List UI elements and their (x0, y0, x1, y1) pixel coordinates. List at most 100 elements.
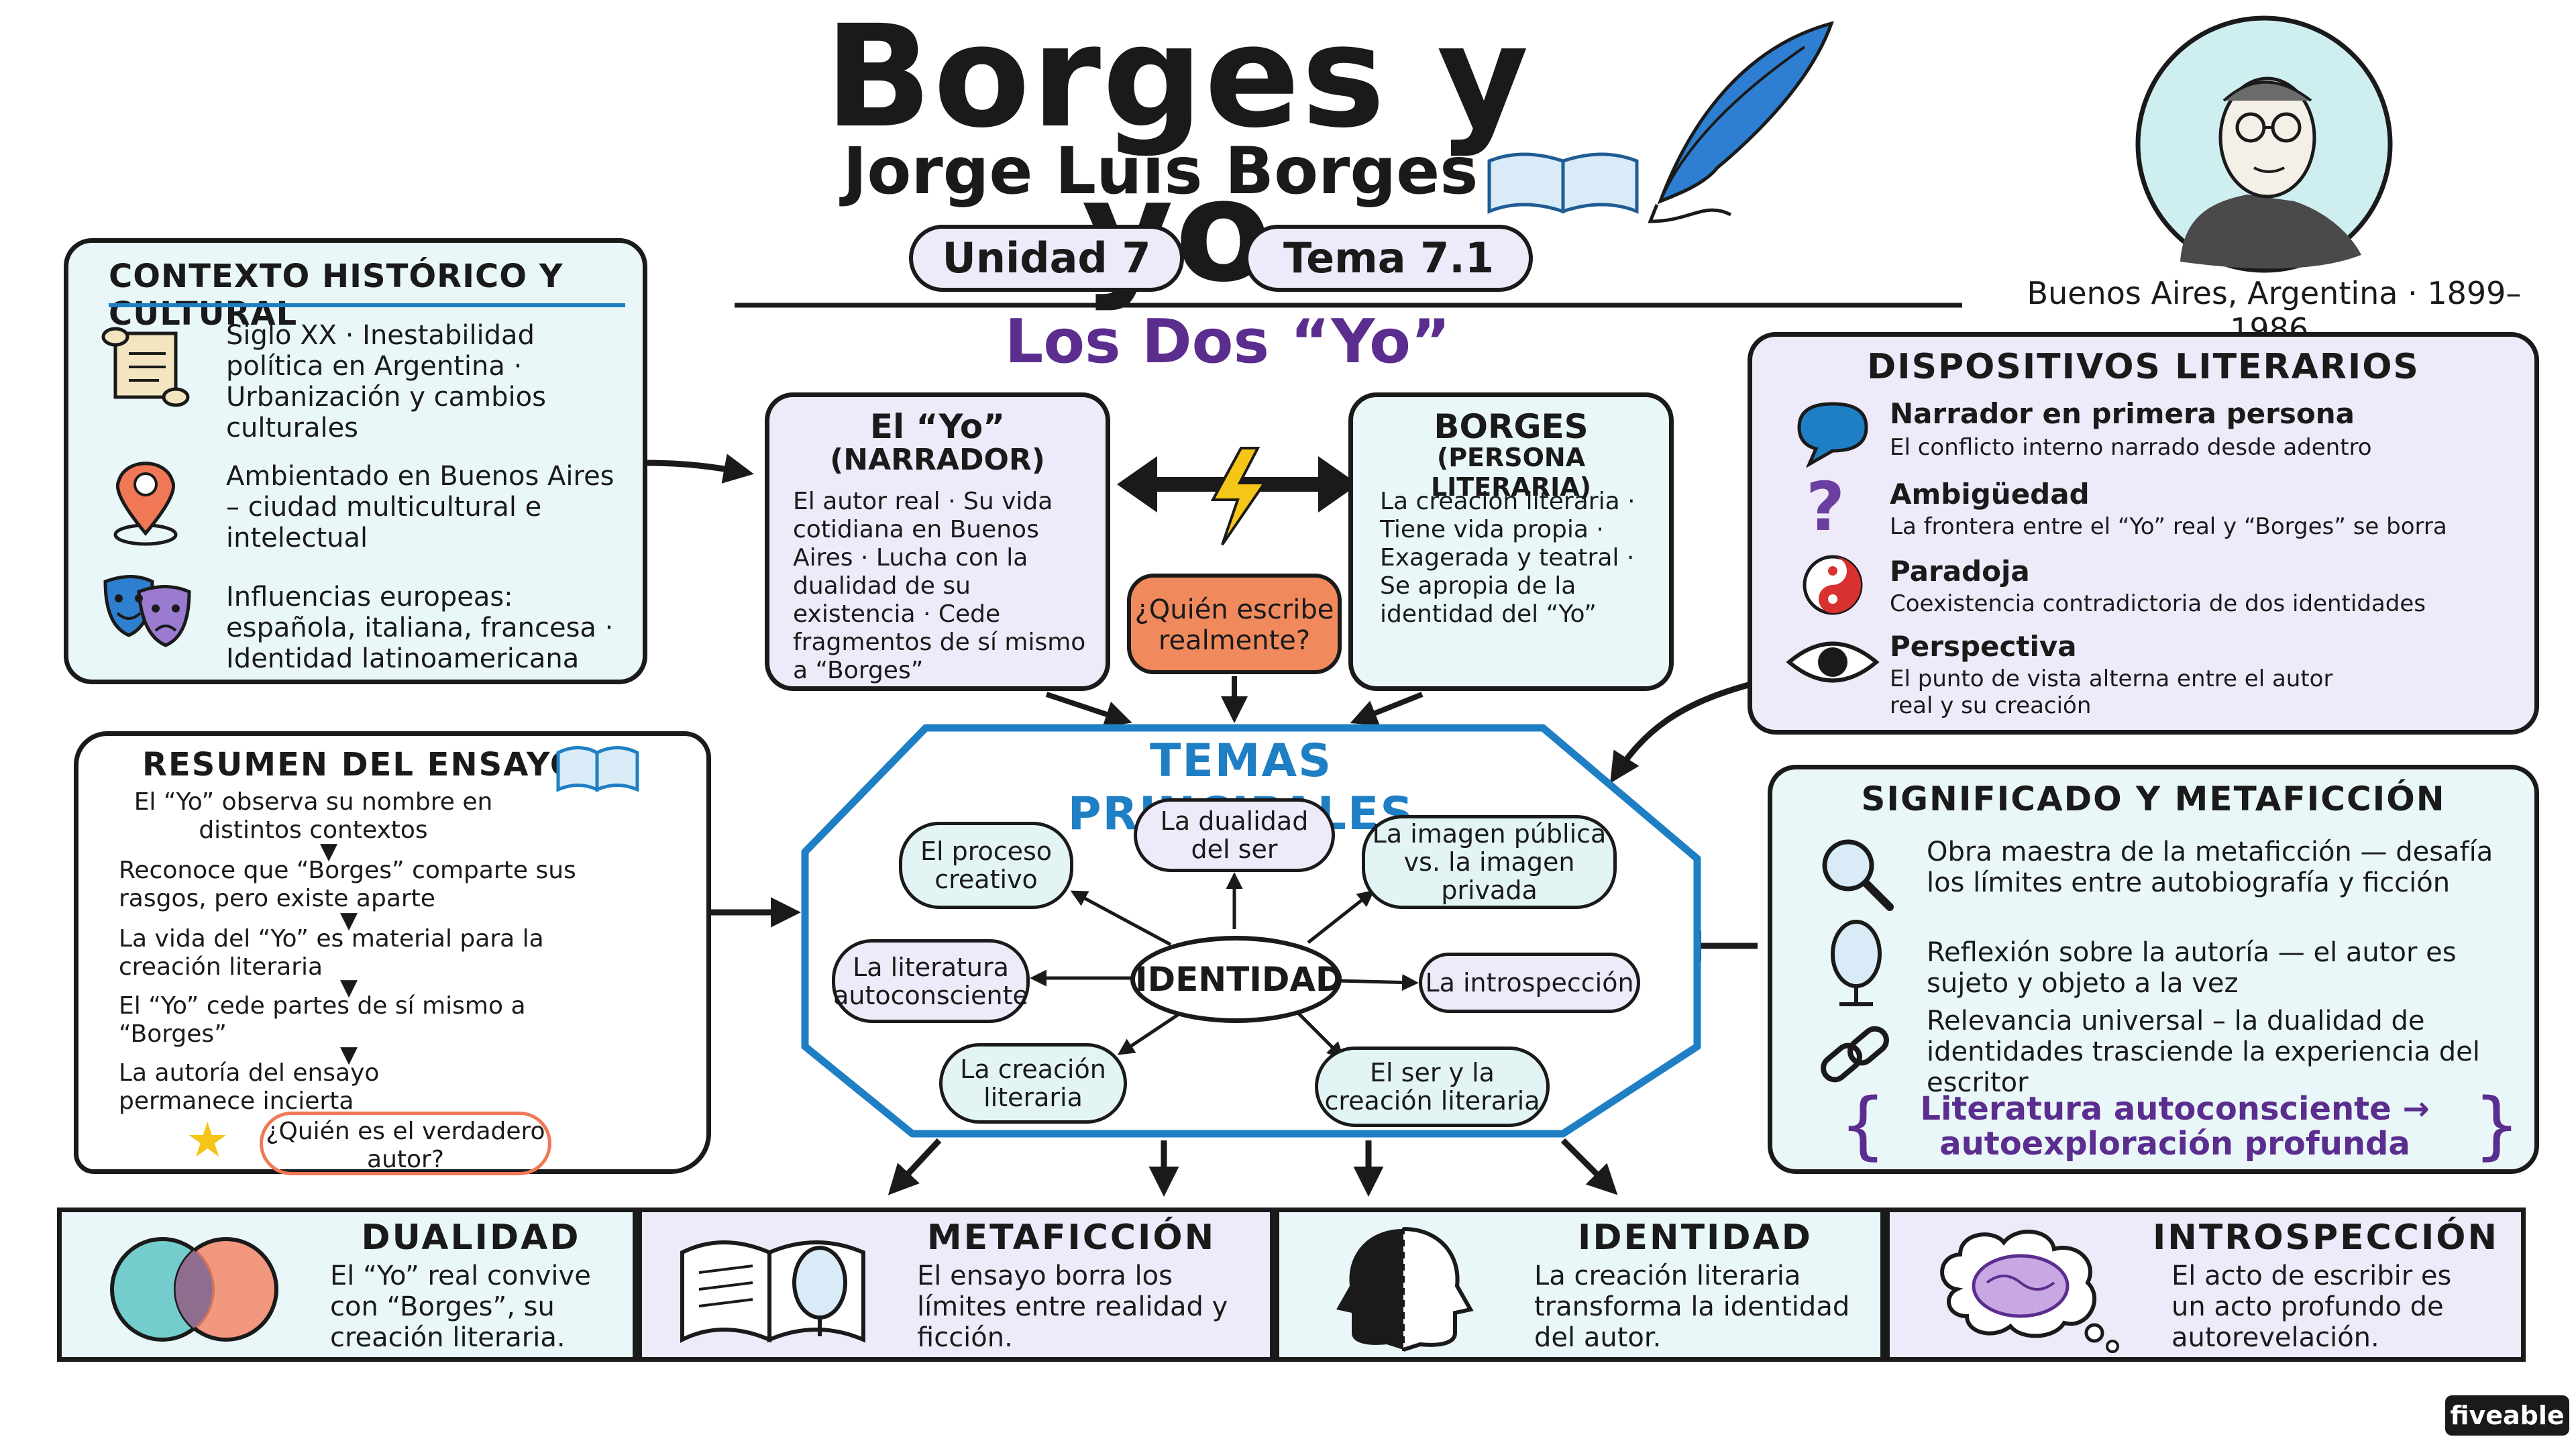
meaning-box: Significado y metaficción Obra maestra d… (1768, 765, 2539, 1174)
question-mark-icon: ? (1806, 468, 1845, 546)
bottom-dualidad: Dualidad El “Yo” real convive con “Borge… (57, 1208, 637, 1362)
down-arrow-icon: ▼ (340, 1041, 358, 1068)
borges-subtitle: (Persona literaria) (1430, 443, 1592, 502)
context-title: Contexto histórico y cultural (109, 258, 564, 333)
arrow-yo-to-themes (1045, 692, 1132, 727)
spoke-imagen (1307, 890, 1375, 944)
brand-badge: fiveable (2445, 1395, 2569, 1436)
meaning-conclusion: Literatura autoconsciente → autoexplorac… (1920, 1090, 2430, 1163)
context-item-1: Siglo XX · Inestabilidad política en Arg… (226, 320, 546, 443)
topic-badge: Tema 7.1 (1244, 225, 1533, 292)
mirror-icon (1831, 920, 1882, 1006)
theme-ser: El ser y la creación literaria (1315, 1046, 1550, 1127)
devices-title: Dispositivos literarios (1867, 347, 2420, 387)
borges-box: Borges (Persona literaria) La creación l… (1348, 392, 1674, 691)
theater-masks-icon (103, 575, 191, 647)
meaning-item-3: Relevancia universal – la dualidad de id… (1927, 1006, 2480, 1098)
bottom-metaficcion-title: Metaficción (926, 1218, 1216, 1258)
yo-box: El “Yo” (Narrador) El autor real · Su vi… (765, 392, 1110, 691)
bottom-identidad: Identidad La creación literaria transfor… (1275, 1208, 1885, 1362)
borges-portrait (2135, 15, 2393, 273)
author-name: Jorge Luis Borges (843, 133, 1479, 209)
bottom-identidad-text: La creación literaria transforma la iden… (1534, 1260, 1850, 1353)
yo-subtitle: (Narrador) (830, 443, 1045, 477)
summary-step-3: La vida del “Yo” es material para la cre… (119, 925, 544, 981)
theme-imagen: La imagen pública vs. la imagen privada (1362, 815, 1617, 909)
bottom-introspeccion-title: Introspección (2152, 1218, 2500, 1258)
brace-right-icon: } (2473, 1082, 2520, 1168)
device-3-title: Paradoja (1890, 555, 2030, 588)
theme-proceso: El proceso creativo (899, 822, 1073, 909)
device-2-text: La frontera entre el “Yo” real y “Borges… (1890, 513, 2447, 540)
yo-title: El “Yo” (869, 407, 1006, 446)
chain-link-icon (1821, 1026, 1889, 1083)
arrow-to-dualidad (888, 1138, 942, 1195)
magnifier-icon (1822, 839, 1894, 911)
down-arrow-icon: ▼ (340, 974, 358, 1001)
summary-step-2: Reconoce que “Borges” comparte sus rasgo… (119, 857, 576, 912)
yin-yang-icon (1803, 555, 1863, 615)
book-mirror-icon (680, 1240, 865, 1343)
speech-bubble-icon (1797, 402, 1868, 468)
portrait-caption: Buenos Aires, Argentina · 1899–1986. (2027, 275, 2522, 347)
theme-dualidad: La dualidad del ser (1134, 798, 1335, 872)
summary-step-1: El “Yo” observa su nombre en distintos c… (133, 788, 493, 844)
context-title-underline (109, 303, 625, 307)
context-item-2: Ambientado en Buenos Aires – ciudad mult… (226, 461, 614, 553)
scroll-icon (101, 327, 190, 407)
arrow-devices-to-themes (1610, 681, 1752, 784)
down-arrow-icon: ▼ (340, 907, 358, 934)
star-icon: ★ (186, 1112, 229, 1168)
device-4-title: Perspectiva (1890, 630, 2077, 663)
venn-diagram-icon (110, 1237, 278, 1342)
arrow-context-to-yo (643, 453, 754, 484)
open-book-icon (1487, 152, 1639, 214)
spoke-introspeccion (1338, 973, 1419, 991)
theme-creacion: La creación literaria (939, 1043, 1127, 1124)
question-bubble: ¿Quién escribe realmente? (1127, 574, 1342, 674)
bottom-identidad-title: Identidad (1578, 1218, 1813, 1258)
devices-box: Dispositivos literarios ? Narrador en pr… (1748, 332, 2539, 735)
unit-badge: Unidad 7 (909, 225, 1184, 292)
down-arrow-icon: ▼ (320, 838, 338, 865)
brain-icon (1940, 1230, 2119, 1353)
device-2-title: Ambigüedad (1890, 478, 2090, 511)
bottom-introspeccion: Introspección El acto de escribir es un … (1885, 1208, 2526, 1362)
section-title: Los Dos “Yo” (1004, 307, 1451, 377)
summary-step-4: El “Yo” cede partes de sí mismo a “Borge… (119, 992, 526, 1048)
eye-icon (1786, 641, 1880, 683)
device-3-text: Coexistencia contradictoria de dos ident… (1890, 590, 2426, 617)
bottom-introspeccion-text: El acto de escribir es un acto profundo … (2171, 1260, 2452, 1353)
quill-icon (1648, 21, 1834, 223)
borges-title: Borges (1434, 407, 1589, 446)
theme-center-identidad: Identidad (1130, 936, 1344, 1023)
context-item-3: Influencias europeas: española, italiana… (226, 582, 614, 674)
bottom-metaficcion-text: El ensayo borra los límites entre realid… (917, 1260, 1228, 1353)
arrow-to-introspeccion (1560, 1138, 1618, 1195)
meaning-item-1: Obra maestra de la metaficción — desafía… (1927, 837, 2493, 898)
summary-book-icon (556, 746, 639, 792)
lightning-icon (1210, 447, 1267, 546)
location-pin-icon (113, 462, 178, 546)
meaning-item-2: Reflexión sobre la autoría — el autor es… (1927, 937, 2457, 999)
spoke-proceso (1070, 890, 1172, 947)
arrow-borges-to-themes (1350, 692, 1424, 726)
bottom-dualidad-title: Dualidad (361, 1218, 581, 1258)
theme-introspeccion: La introspección (1419, 953, 1640, 1013)
brace-left-icon: { (1839, 1082, 1886, 1168)
summary-scroll: Resumen del ensayo El “Yo” observa su no… (74, 731, 711, 1175)
device-4-text: El punto de vista alterna entre el autor… (1890, 665, 2333, 719)
summary-title: Resumen del ensayo (142, 746, 579, 784)
borges-text: La creación literaria · Tiene vida propi… (1380, 488, 1635, 628)
device-1-text: El conflicto interno narrado desde adent… (1890, 434, 2372, 461)
spoke-ser (1297, 1012, 1344, 1059)
summary-step-5: La autoría del ensayo permanece incierta (119, 1059, 380, 1115)
spoke-creacion (1117, 1011, 1182, 1055)
bottom-metaficcion: Metaficción El ensayo borra los límites … (637, 1208, 1275, 1362)
yo-text: El autor real · Su vida cotidiana en Bue… (793, 488, 1086, 684)
device-1-title: Narrador en primera persona (1890, 397, 2355, 430)
theme-literatura: La literatura autoconsciente (832, 939, 1030, 1023)
context-box: Contexto histórico y cultural Siglo XX ·… (64, 238, 647, 684)
summary-question: ¿Quién es el verdadero autor? (260, 1112, 551, 1175)
meaning-title: Significado y metaficción (1861, 780, 2446, 818)
